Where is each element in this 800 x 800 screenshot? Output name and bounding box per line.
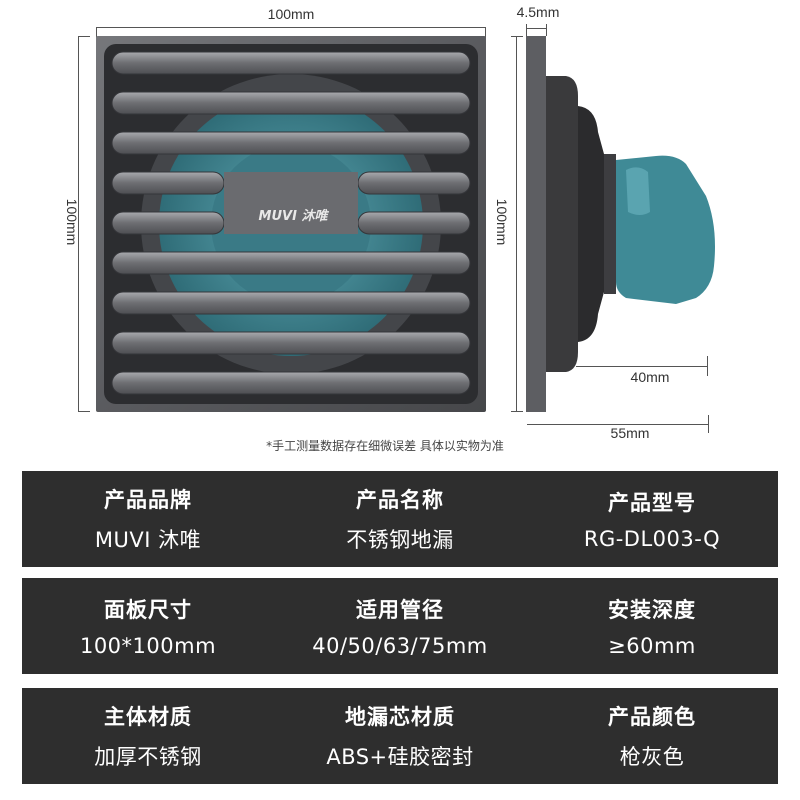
- spec-cell-depth: 安装深度 ≥60mm: [526, 578, 778, 674]
- dim-line-left: [78, 36, 79, 412]
- dim-total-depth: 55mm: [610, 425, 650, 441]
- spec-cell-pipe: 适用管径 40/50/63/75mm: [274, 578, 526, 674]
- spec-cell-panel-size: 面板尺寸 100*100mm: [22, 578, 274, 674]
- drain-front-view: [96, 36, 486, 412]
- spec-label: 产品名称: [356, 488, 444, 512]
- spec-value: 100*100mm: [79, 634, 217, 658]
- dim-panel-thickness: 4.5mm: [516, 4, 560, 20]
- spec-label: 产品型号: [608, 491, 696, 515]
- dim-line-top: [96, 27, 486, 28]
- spec-cell-core-material: 地漏芯材质 ABS+硅胶密封: [274, 688, 526, 784]
- dim-core-width: 40mm: [630, 369, 670, 385]
- spec-row-2: 面板尺寸 100*100mm 适用管径 40/50/63/75mm 安装深度 ≥…: [22, 578, 778, 674]
- spec-label: 地漏芯材质: [345, 705, 455, 729]
- dim-tick-right: [485, 28, 486, 42]
- dim-tick-side-bottom: [511, 411, 523, 412]
- measurement-note: *手工测量数据存在细微误差 具体以实物为准: [266, 439, 504, 453]
- spec-cell-model: 产品型号 RG-DL003-Q: [526, 471, 778, 567]
- dim-line-side: [516, 36, 517, 412]
- dim-side-height: 100mm: [494, 198, 510, 246]
- spec-label: 产品品牌: [104, 488, 192, 512]
- dim-line-depth: [527, 424, 709, 425]
- spec-label: 主体材质: [104, 705, 192, 729]
- dim-left-height: 100mm: [64, 198, 80, 246]
- dim-line-thick: [526, 28, 547, 29]
- spec-label: 适用管径: [356, 598, 444, 622]
- spec-label: 产品颜色: [608, 705, 696, 729]
- spec-row-3: 主体材质 加厚不锈钢 地漏芯材质 ABS+硅胶密封 产品颜色 枪灰色: [22, 688, 778, 784]
- dim-tick-thick-r: [546, 24, 547, 36]
- spec-value: 不锈钢地漏: [346, 528, 454, 552]
- spec-row-1: 产品品牌 MUVI 沐唯 产品名称 不锈钢地漏 产品型号 RG-DL003-Q: [22, 471, 778, 567]
- dim-tick-core: [707, 356, 708, 376]
- dim-tick-depth: [708, 415, 709, 433]
- dim-tick-thick-l: [526, 24, 527, 36]
- spec-cell-name: 产品名称 不锈钢地漏: [274, 471, 526, 567]
- spec-cell-color: 产品颜色 枪灰色: [526, 688, 778, 784]
- spec-label: 安装深度: [608, 598, 696, 622]
- dim-top-width: 100mm: [267, 6, 315, 22]
- dim-tick-side-top: [511, 36, 523, 37]
- brand-logo: MUVI 沐唯: [258, 209, 328, 224]
- dim-line-core: [576, 366, 708, 367]
- spec-value: RG-DL003-Q: [583, 527, 721, 551]
- dim-tick-left-bottom: [78, 411, 90, 412]
- drain-side-view: [526, 36, 715, 412]
- spec-value: MUVI 沐唯: [94, 528, 202, 552]
- spec-label: 面板尺寸: [104, 598, 192, 622]
- dim-tick-left-top: [78, 36, 90, 37]
- spec-cell-brand: 产品品牌 MUVI 沐唯: [22, 471, 274, 567]
- spec-value: 加厚不锈钢: [94, 745, 202, 769]
- spec-value: 枪灰色: [619, 745, 685, 769]
- spec-value: ≥60mm: [608, 634, 696, 658]
- spec-cell-material: 主体材质 加厚不锈钢: [22, 688, 274, 784]
- spec-value: 40/50/63/75mm: [312, 634, 488, 658]
- dim-tick-left: [96, 28, 97, 42]
- spec-value: ABS+硅胶密封: [326, 745, 474, 769]
